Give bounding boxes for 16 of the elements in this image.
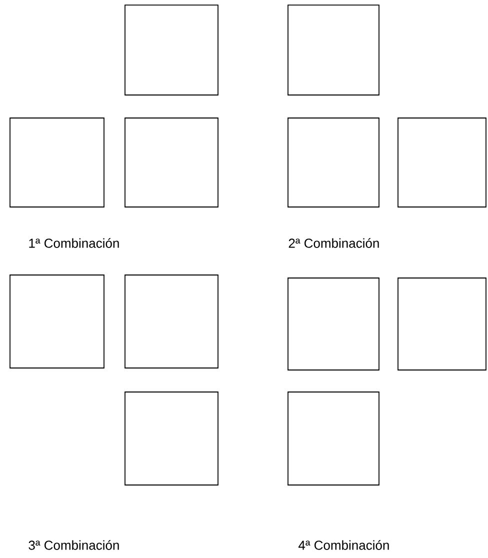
square-box xyxy=(10,274,104,368)
caption: 2ª Combinación xyxy=(288,238,379,248)
square-box xyxy=(10,118,104,208)
square-box xyxy=(124,4,218,96)
square-box xyxy=(398,278,486,370)
square-box xyxy=(124,392,218,486)
caption: 4ª Combinación xyxy=(298,540,389,550)
caption: 3ª Combinación xyxy=(28,540,119,550)
square-box xyxy=(398,118,486,208)
square-box xyxy=(124,118,218,208)
square-box xyxy=(124,274,218,368)
square-box xyxy=(288,118,380,208)
square-box xyxy=(288,4,380,96)
caption: 1ª Combinación xyxy=(29,238,119,248)
square-box xyxy=(288,278,380,370)
square-box xyxy=(288,392,380,486)
